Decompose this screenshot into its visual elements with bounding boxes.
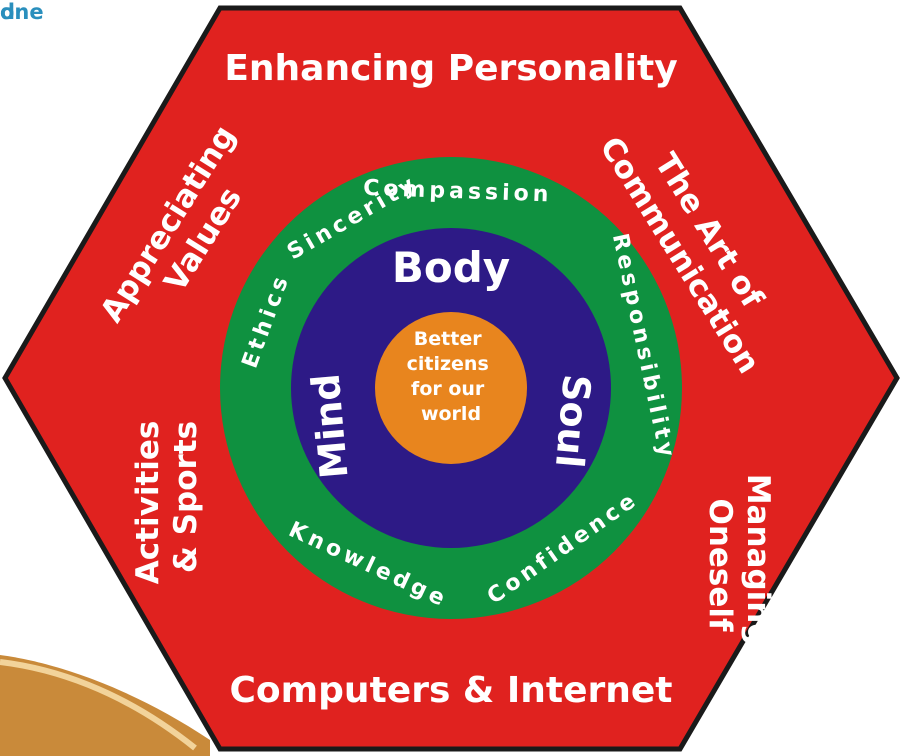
core-mind-label: Mind xyxy=(304,372,357,481)
center-text: Better citizens for our world xyxy=(407,328,496,425)
top-left-text-fragment-1: d xyxy=(0,0,16,24)
core-body-label: Body xyxy=(392,243,510,292)
decorative-swoosh xyxy=(0,655,210,756)
core-soul-label: Soul xyxy=(547,373,599,470)
center-circle xyxy=(375,312,527,464)
segment-lower-right-label: Managing Oneself xyxy=(702,474,776,657)
segment-lower-left-label: Activities & Sports xyxy=(130,410,204,584)
decorative-swoosh-highlight xyxy=(0,659,197,751)
segment-top-label: Enhancing Personality xyxy=(224,48,677,89)
segment-bottom-label: Computers & Internet xyxy=(230,670,673,711)
top-left-text-fragment-2: one xyxy=(0,0,44,24)
